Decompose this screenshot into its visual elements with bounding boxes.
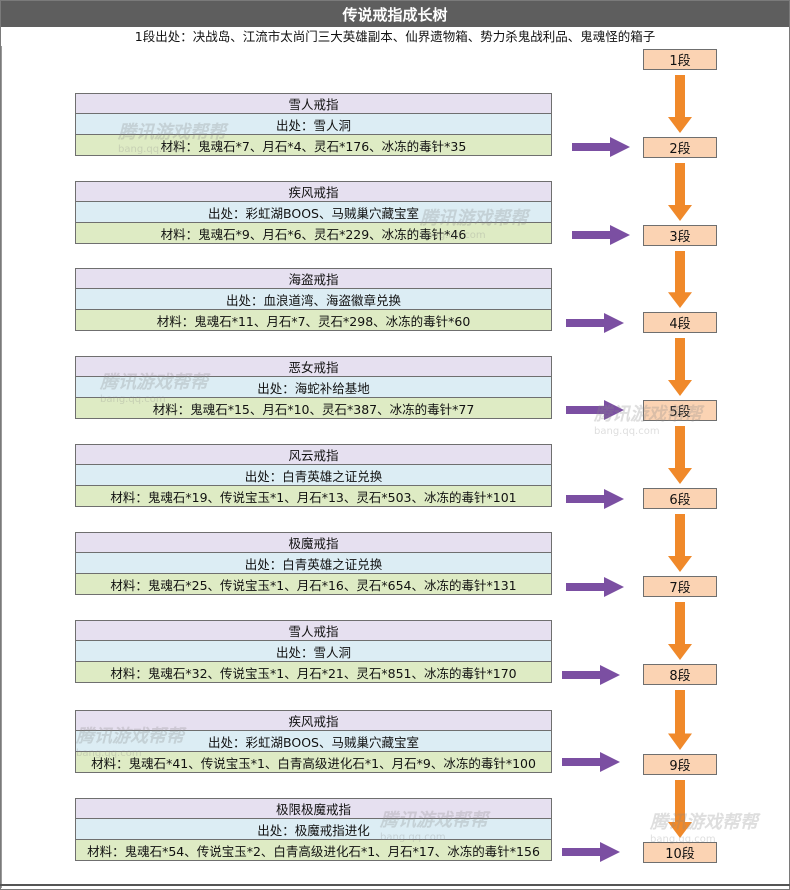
ring-source: 出处：海蛇补给基地	[75, 377, 552, 398]
orange-arrow-icon	[668, 690, 692, 750]
ring-name: 极魔戒指	[75, 532, 552, 553]
ring-source: 出处：彩虹湖BOOS、马贼巢穴藏宝室	[75, 731, 552, 752]
orange-arrow-icon	[668, 602, 692, 660]
stage-box: 2段	[643, 137, 717, 158]
purple-arrow-icon	[572, 137, 630, 157]
stage-box: 4段	[643, 312, 717, 333]
ring-name: 恶女戒指	[75, 356, 552, 377]
purple-arrow-icon	[562, 842, 620, 862]
ring-name: 海盗戒指	[75, 268, 552, 289]
orange-arrow-icon	[668, 514, 692, 572]
stage-box: 8段	[643, 664, 717, 685]
ring-materials: 材料：鬼魂石*19、传说宝玉*1、月石*13、灵石*503、冰冻的毒针*101	[75, 486, 552, 507]
orange-arrow-icon	[668, 780, 692, 838]
ring-materials: 材料：鬼魂石*25、传说宝玉*1、月石*16、灵石*654、冰冻的毒针*131	[75, 574, 552, 595]
stage-box: 5段	[643, 400, 717, 421]
ring-materials: 材料：鬼魂石*11、月石*7、灵石*298、冰冻的毒针*60	[75, 310, 552, 331]
stage-box: 3段	[643, 225, 717, 246]
ring-name: 极限极魔戒指	[75, 798, 552, 819]
bottom-border	[0, 884, 790, 886]
ring-materials: 材料：鬼魂石*54、传说宝玉*2、白青高级进化石*1、月石*17、冰冻的毒针*1…	[75, 840, 552, 861]
ring-materials: 材料：鬼魂石*7、月石*4、灵石*176、冰冻的毒针*35	[75, 135, 552, 156]
purple-arrow-icon	[562, 752, 620, 772]
stage-box: 10段	[643, 842, 717, 863]
ring-source: 出处：雪人洞	[75, 641, 552, 662]
ring-materials: 材料：鬼魂石*41、传说宝玉*1、白青高级进化石*1、月石*9、冰冻的毒针*10…	[75, 752, 552, 773]
orange-arrow-icon	[668, 251, 692, 308]
page-title: 传说戒指成长树	[1, 1, 789, 27]
ring-source: 出处：彩虹湖BOOS、马贼巢穴藏宝室	[75, 202, 552, 223]
ring-source: 出处：白青英雄之证兑换	[75, 465, 552, 486]
stage-box: 1段	[643, 49, 717, 70]
ring-card: 雪人戒指 出处：雪人洞 材料：鬼魂石*7、月石*4、灵石*176、冰冻的毒针*3…	[75, 93, 552, 156]
ring-name: 疾风戒指	[75, 710, 552, 731]
purple-arrow-icon	[566, 400, 624, 420]
ring-name: 风云戒指	[75, 444, 552, 465]
ring-card: 极魔戒指 出处：白青英雄之证兑换 材料：鬼魂石*25、传说宝玉*1、月石*16、…	[75, 532, 552, 595]
stage-box: 6段	[643, 488, 717, 509]
ring-card: 风云戒指 出处：白青英雄之证兑换 材料：鬼魂石*19、传说宝玉*1、月石*13、…	[75, 444, 552, 507]
ring-materials: 材料：鬼魂石*9、月石*6、灵石*229、冰冻的毒针*46	[75, 223, 552, 244]
ring-source: 出处：白青英雄之证兑换	[75, 553, 552, 574]
ring-card: 海盗戒指 出处：血浪道湾、海盗徽章兑换 材料：鬼魂石*11、月石*7、灵石*29…	[75, 268, 552, 331]
ring-source: 出处：血浪道湾、海盗徽章兑换	[75, 289, 552, 310]
orange-arrow-icon	[668, 338, 692, 396]
purple-arrow-icon	[566, 489, 624, 509]
ring-card: 疾风戒指 出处：彩虹湖BOOS、马贼巢穴藏宝室 材料：鬼魂石*41、传说宝玉*1…	[75, 710, 552, 773]
ring-source: 出处：极魔戒指进化	[75, 819, 552, 840]
purple-arrow-icon	[562, 665, 620, 685]
ring-card: 极限极魔戒指 出处：极魔戒指进化 材料：鬼魂石*54、传说宝玉*2、白青高级进化…	[75, 798, 552, 861]
purple-arrow-icon	[566, 577, 624, 597]
stage-box: 7段	[643, 576, 717, 597]
ring-source: 出处：雪人洞	[75, 114, 552, 135]
stage-box: 9段	[643, 754, 717, 775]
left-border	[1, 46, 2, 888]
orange-arrow-icon	[668, 75, 692, 133]
purple-arrow-icon	[572, 225, 630, 245]
ring-name: 雪人戒指	[75, 620, 552, 641]
ring-name: 雪人戒指	[75, 93, 552, 114]
ring-materials: 材料：鬼魂石*15、月石*10、灵石*387、冰冻的毒针*77	[75, 398, 552, 419]
orange-arrow-icon	[668, 163, 692, 221]
stage1-sources: 1段出处：决战岛、江流市太尚门三大英雄副本、仙界遗物箱、势力杀鬼战利品、鬼魂怪的…	[134, 29, 656, 44]
ring-card: 疾风戒指 出处：彩虹湖BOOS、马贼巢穴藏宝室 材料：鬼魂石*9、月石*6、灵石…	[75, 181, 552, 244]
orange-arrow-icon	[668, 426, 692, 484]
purple-arrow-icon	[566, 313, 624, 333]
ring-materials: 材料：鬼魂石*32、传说宝玉*1、月石*21、灵石*851、冰冻的毒针*170	[75, 662, 552, 683]
ring-name: 疾风戒指	[75, 181, 552, 202]
ring-card: 恶女戒指 出处：海蛇补给基地 材料：鬼魂石*15、月石*10、灵石*387、冰冻…	[75, 356, 552, 419]
ring-card: 雪人戒指 出处：雪人洞 材料：鬼魂石*32、传说宝玉*1、月石*21、灵石*85…	[75, 620, 552, 683]
